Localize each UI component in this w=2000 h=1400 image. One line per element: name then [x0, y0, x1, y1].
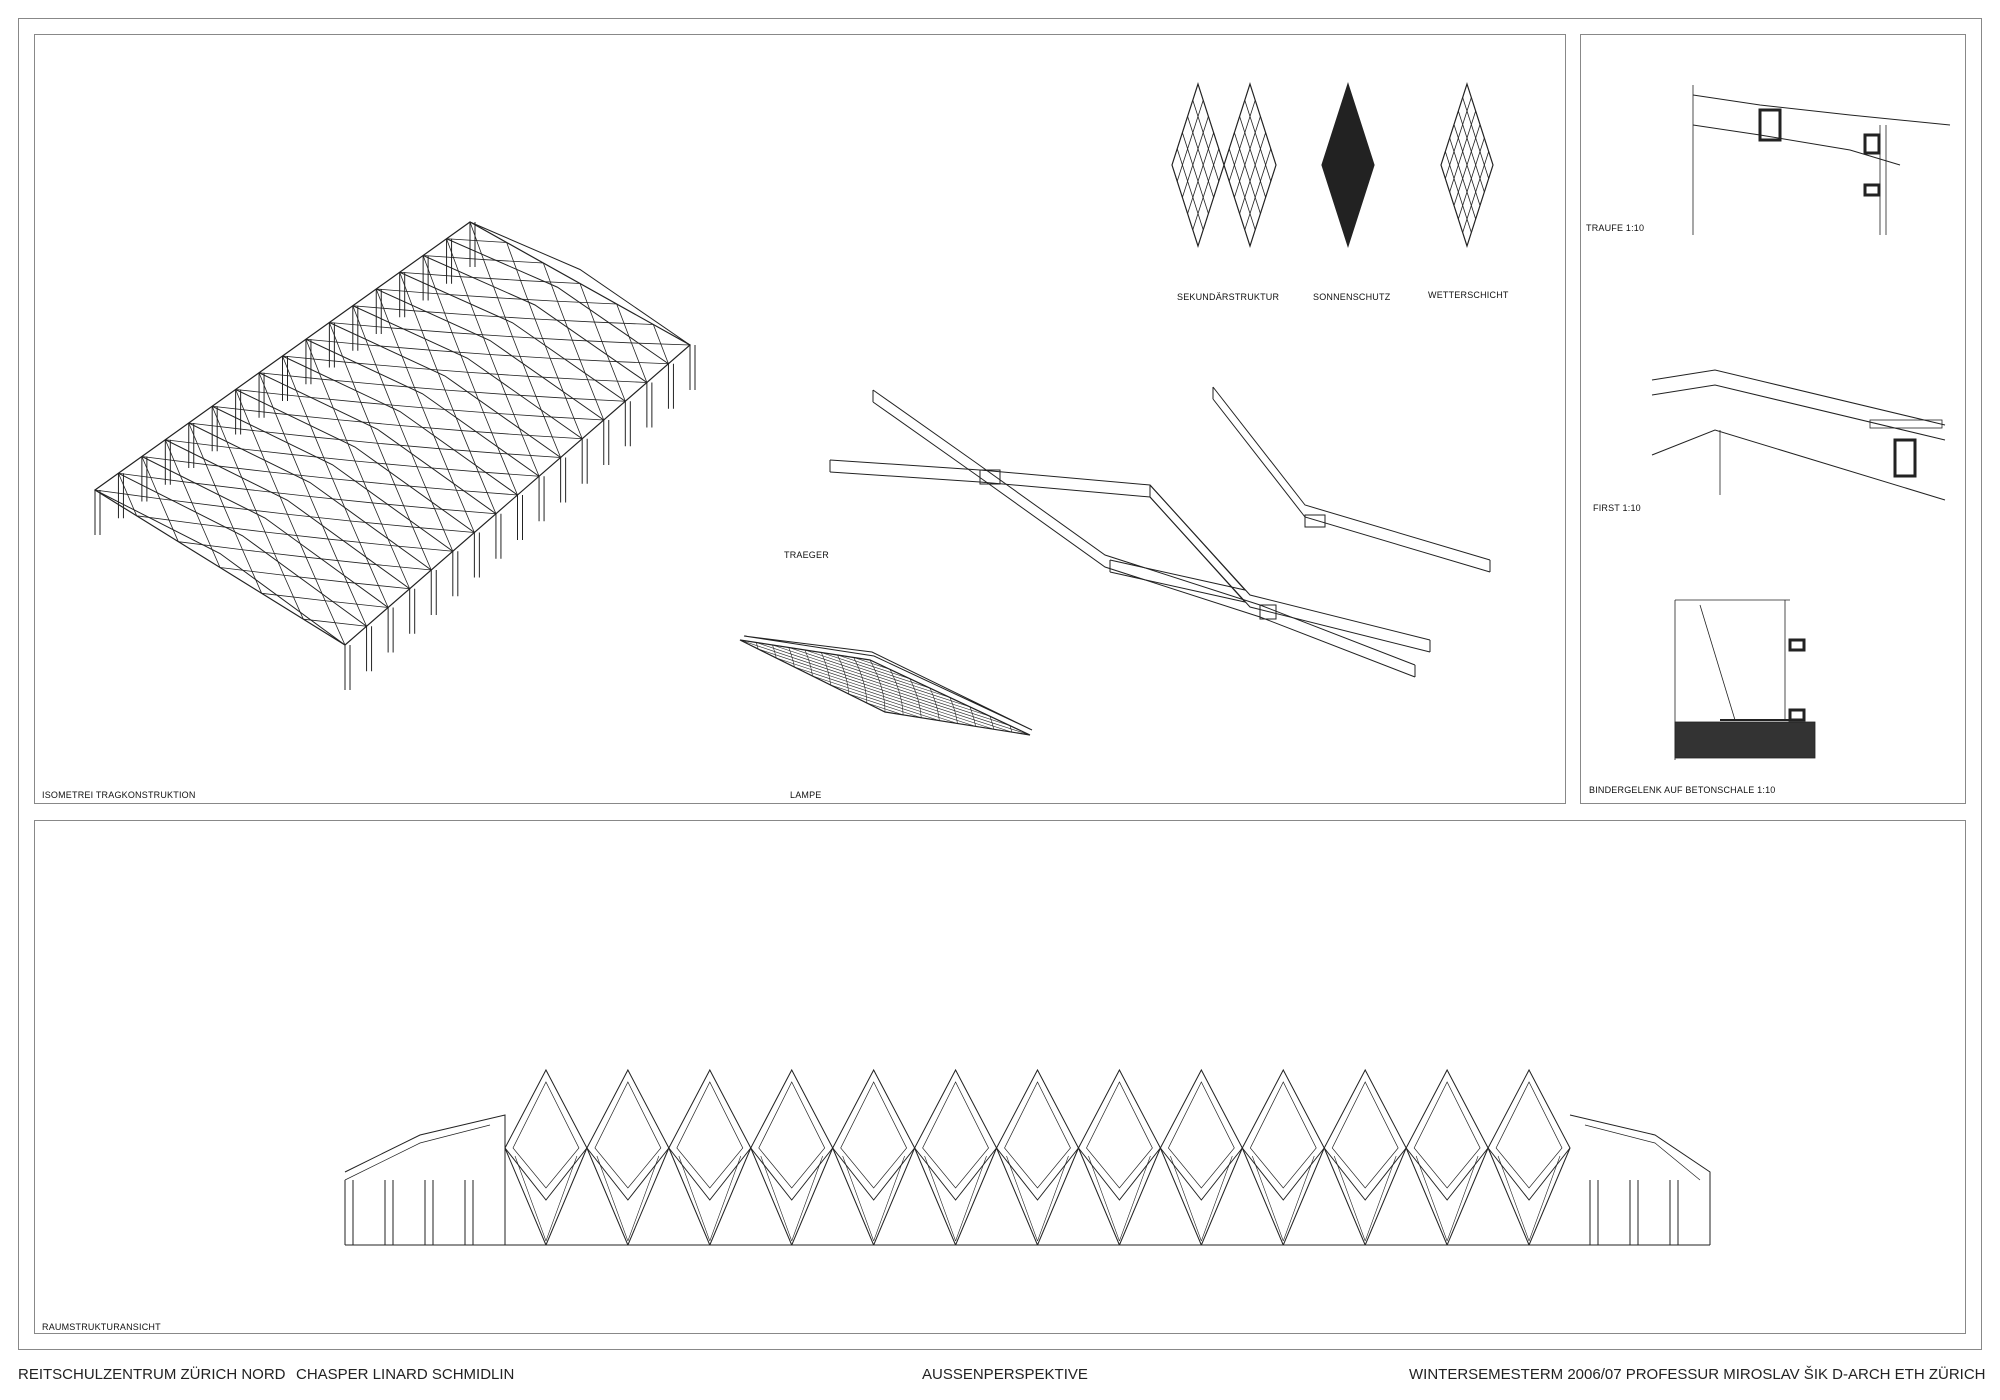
- panel-top-left: [34, 34, 1566, 804]
- label-lampe: LAMPE: [790, 790, 822, 800]
- label-bindergelenk: BINDERGELENK AUF BETONSCHALE 1:10: [1589, 785, 1776, 795]
- isometric-structure-drawing: [93, 221, 696, 690]
- lamp-drawing: [739, 635, 1033, 736]
- outer-frame: [18, 18, 1982, 1350]
- panel-elevation: [34, 820, 1966, 1334]
- elevation-drawing: [344, 1068, 1711, 1246]
- footer-sheet-title: AUSSENPERSPEKTIVE: [922, 1366, 1088, 1383]
- label-sekundaerstruktur: SEKUNDÄRSTRUKTUR: [1177, 292, 1280, 302]
- label-sonnenschutz: SONNENSCHUTZ: [1313, 292, 1391, 302]
- label-traufe: TRAUFE 1:10: [1586, 223, 1645, 233]
- label-wetterschicht: WETTERSCHICHT: [1428, 290, 1509, 300]
- detail-sections: [1651, 85, 1951, 760]
- label-raumstrukturansicht: RAUMSTRUKTURANSICHT: [42, 1322, 161, 1332]
- label-first: FIRST 1:10: [1593, 503, 1641, 513]
- beam-drawing: [829, 386, 1491, 678]
- footer-semester: WINTERSEMESTERM 2006/07 PROFESSUR MIROSL…: [1409, 1366, 1986, 1383]
- label-isometrie: ISOMETREI TRAGKONSTRUKTION: [42, 790, 196, 800]
- footer-author: CHASPER LINARD SCHMIDLIN: [296, 1366, 515, 1383]
- panel-details: [1580, 34, 1966, 804]
- label-traeger: TRAEGER: [784, 550, 829, 560]
- layer-diamonds: [1171, 82, 1494, 248]
- footer-project: REITSCHULZENTRUM ZÜRICH NORD: [18, 1366, 286, 1383]
